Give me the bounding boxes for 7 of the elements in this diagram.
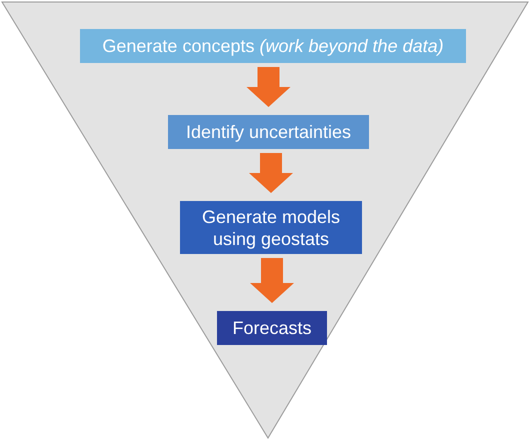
block-arrow [249, 153, 293, 193]
block-arrow [250, 258, 294, 303]
process-box: Forecasts [217, 311, 327, 345]
process-box: Identify uncertainties [168, 115, 369, 149]
process-box: Generate models using geostats [180, 201, 362, 254]
block-arrow [246, 67, 290, 107]
process-box: Generate concepts (work beyond the data) [80, 29, 466, 63]
